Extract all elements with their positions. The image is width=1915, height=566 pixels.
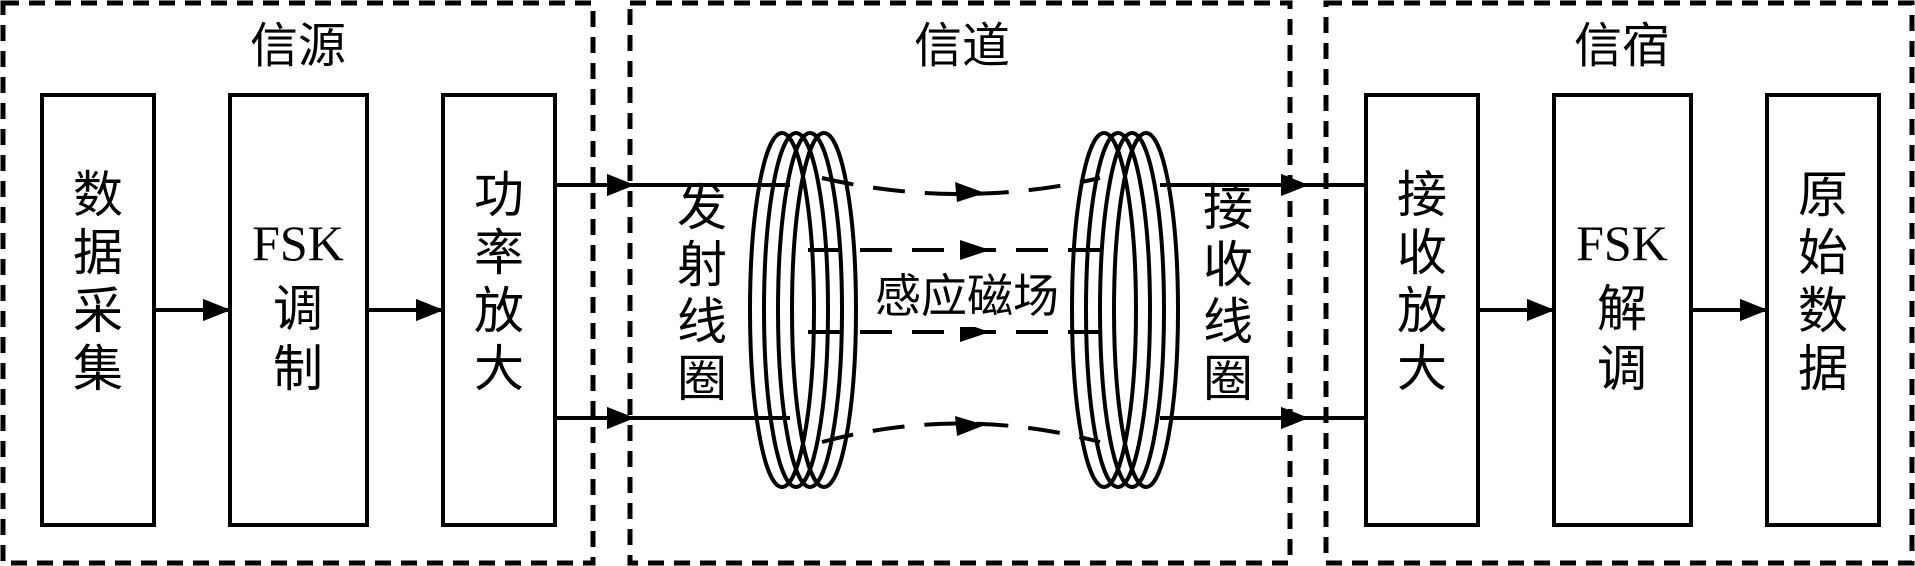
rx-coil-char: 收 <box>1203 236 1253 294</box>
block-fsk-modulation-label: FSK <box>252 215 344 271</box>
block-fsk-demodulation: FSK 解 调 <box>1552 93 1693 527</box>
section-channel: 信道 <box>627 0 1293 566</box>
tx-coil-char: 线 <box>677 293 727 351</box>
rx-coil-char: 接 <box>1203 179 1253 237</box>
section-sink-title: 信宿 <box>1574 18 1670 74</box>
block-fsk-modulation: FSK 调 制 <box>228 93 369 527</box>
block-data-collect-char: 数 <box>73 166 123 224</box>
block-power-amplifier-char: 大 <box>474 340 524 398</box>
block-power-amplifier-char: 功 <box>474 166 524 224</box>
block-receive-amplifier-char: 大 <box>1397 340 1447 398</box>
section-channel-title: 信道 <box>914 18 1010 74</box>
section-sink: 信宿 <box>1323 0 1915 566</box>
tx-coil-char: 发 <box>677 179 727 237</box>
block-fsk-modulation-char: 制 <box>273 340 323 398</box>
block-raw-data-char: 始 <box>1798 224 1848 282</box>
block-fsk-demodulation-char: 调 <box>1597 340 1647 398</box>
block-receive-amplifier-char: 接 <box>1397 166 1447 224</box>
block-raw-data-char: 据 <box>1798 340 1848 398</box>
section-source: 信源 <box>0 0 596 566</box>
block-power-amplifier-char: 率 <box>474 224 524 282</box>
block-fsk-demodulation-label: FSK <box>1576 215 1668 271</box>
block-data-collect-char: 采 <box>73 282 123 340</box>
block-data-collect-char: 集 <box>73 340 123 398</box>
block-fsk-demodulation-char: 解 <box>1597 280 1647 338</box>
rx-coil-label: 接 收 线 圈 <box>1203 179 1253 408</box>
block-power-amplifier: 功 率 放 大 <box>441 93 557 527</box>
rx-coil <box>1070 131 1180 489</box>
tx-coil-label: 发 射 线 圈 <box>677 179 727 408</box>
rx-coil-char: 线 <box>1203 293 1253 351</box>
rx-coil-char: 圈 <box>1203 350 1253 408</box>
block-raw-data-char: 数 <box>1798 282 1848 340</box>
block-receive-amplifier-char: 收 <box>1397 224 1447 282</box>
tx-coil-char: 圈 <box>677 350 727 408</box>
tx-coil-char: 射 <box>677 236 727 294</box>
block-raw-data-char: 原 <box>1798 166 1848 224</box>
section-source-title: 信源 <box>250 18 346 74</box>
field-label-backing <box>858 265 1076 327</box>
block-receive-amplifier-char: 放 <box>1397 282 1447 340</box>
block-raw-data: 原 始 数 据 <box>1765 93 1881 527</box>
block-data-collect: 数 据 采 集 <box>40 93 156 527</box>
field-label: 感应磁场 <box>875 269 1059 323</box>
block-power-amplifier-char: 放 <box>474 282 524 340</box>
block-fsk-modulation-char: 调 <box>273 280 323 338</box>
block-data-collect-char: 据 <box>73 224 123 282</box>
block-receive-amplifier: 接 收 放 大 <box>1364 93 1480 527</box>
tx-coil <box>748 131 858 489</box>
